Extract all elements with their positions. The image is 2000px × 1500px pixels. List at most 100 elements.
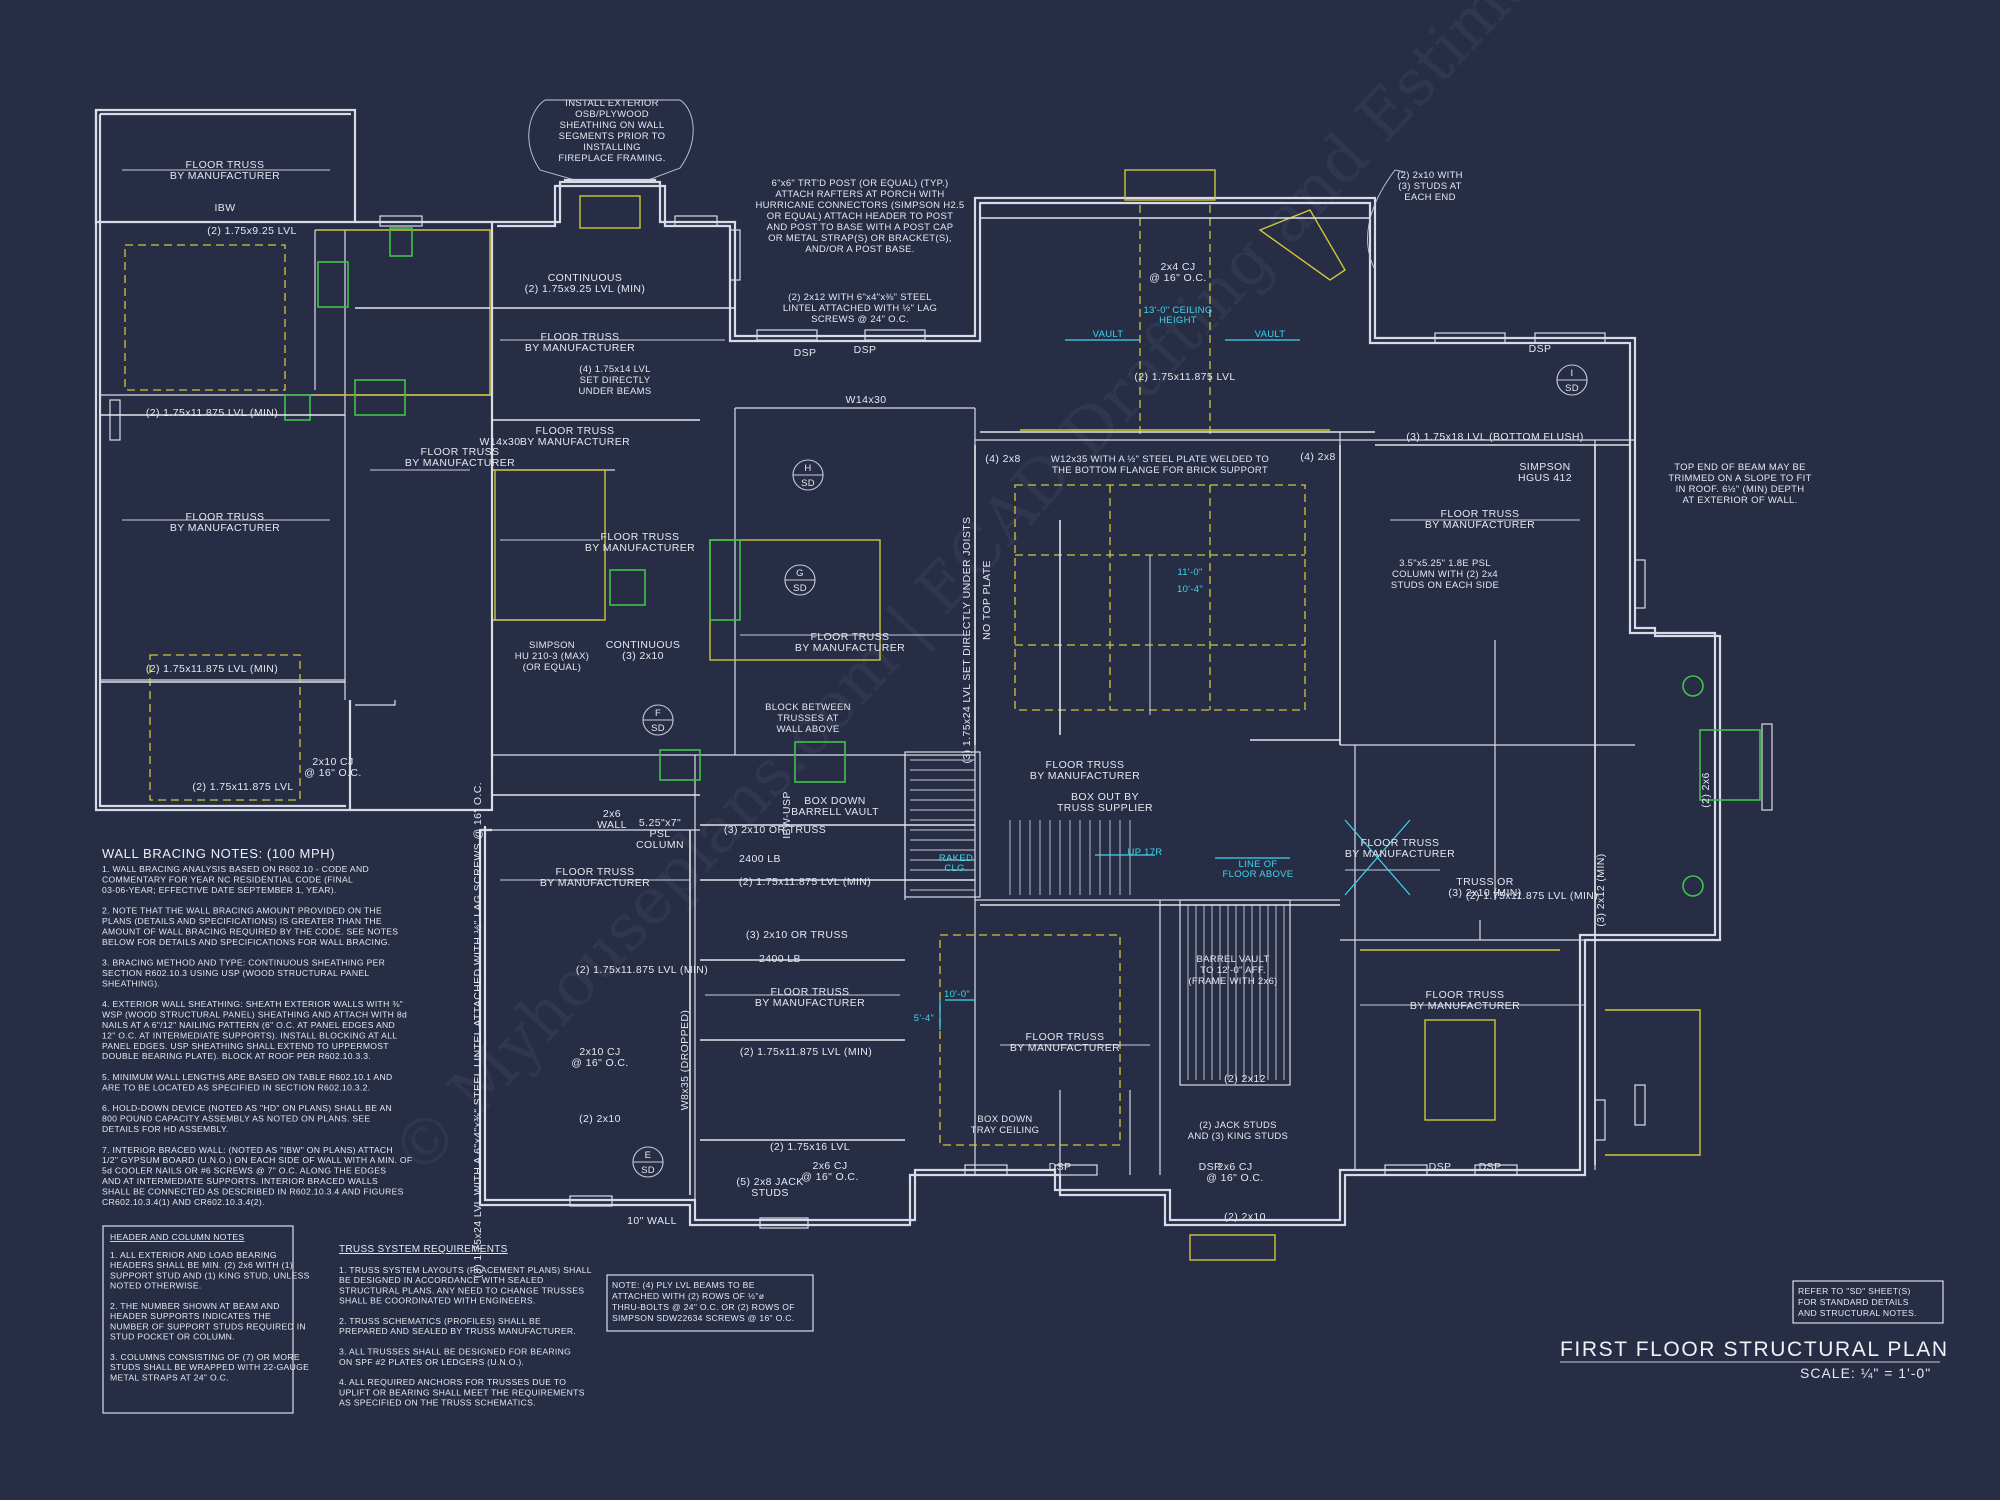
plan-label: 2400 LB xyxy=(739,853,781,865)
plan-label: (2) 2x12 xyxy=(1224,1073,1265,1085)
wall-bracing-notes: WALL BRACING NOTES: (100 MPH) 1. WALL BR… xyxy=(102,846,412,1207)
plan-label-text: FLOOR TRUSS xyxy=(186,511,265,523)
jack-king-callout: (2) JACK STUDS xyxy=(1199,1120,1277,1131)
plan-label-text: DSP xyxy=(1479,1161,1502,1173)
plan-label: (2) 1.75x11.875 LVL (MIN) xyxy=(146,663,278,675)
truss-system-line: UPLIFT OR BEARING SHALL MEET THE REQUIRE… xyxy=(339,1387,585,1397)
psl-column-callout: STUDS ON EACH SIDE xyxy=(1391,580,1499,591)
plan-label-text: IBW xyxy=(214,202,235,214)
plan-label: (4) 2x8 xyxy=(1300,451,1335,463)
plan-label: IBW xyxy=(214,202,235,214)
lintel-callout: (2) 2x12 WITH 6"x4"x⅜" STEEL xyxy=(788,292,932,303)
top-end-beam-callout: TRIMMED ON A SLOPE TO FIT xyxy=(1668,473,1811,484)
plan-label-text: FLOOR TRUSS xyxy=(536,425,615,437)
detail-tag: ISD xyxy=(1556,364,1588,396)
plan-label-text: (4) 2x8 xyxy=(1300,451,1335,463)
plan-label: (3) 1.75x24 LVL SET DIRECTLY UNDER JOIST… xyxy=(961,517,973,764)
plan-label-text: HGUS 412 xyxy=(1518,472,1572,484)
header-column-line: 1. ALL EXTERIOR AND LOAD BEARING xyxy=(110,1250,277,1260)
porch-post-callout: OR EQUAL) ATTACH HEADER TO POST xyxy=(767,211,954,222)
lintel-callout: LINTEL ATTACHED WITH ½" LAG xyxy=(783,303,937,314)
plan-label-text: CONTINUOUS xyxy=(548,272,623,284)
plan-label: (3) 1.75x24 LVL WITH A 6"x4"x⅜" STEEL LI… xyxy=(472,782,484,1278)
wall-bracing-line: 5d COOLER NAILS OR #6 SCREWS @ 7" O.C. A… xyxy=(102,1166,386,1176)
truss-system-line: 1. TRUSS SYSTEM LAYOUTS (PLACEMENT PLANS… xyxy=(339,1265,592,1275)
truss-system-line: ON SPF #2 PLATES OR LEDGERS (U.N.O.). xyxy=(339,1357,524,1367)
plan-label-text: FLOOR TRUSS xyxy=(771,986,850,998)
plan-label: DSP xyxy=(1529,343,1552,355)
plan-label-text: W8x35 (DROPPED) xyxy=(679,1010,691,1111)
beams xyxy=(100,217,1630,1195)
header-column-notes: HEADER AND COLUMN NOTES 1. ALL EXTERIOR … xyxy=(102,1225,310,1414)
refer-note-line: FOR STANDARD DETAILS xyxy=(1798,1297,1909,1307)
plan-label-text: DSP xyxy=(854,344,877,356)
plan-label: 11'-0" xyxy=(1177,567,1202,578)
plan-label-text: 5.25"x7" xyxy=(639,817,681,829)
watermark: © Myhouseplans.com | ECAD Drafting and E… xyxy=(378,0,2000,1191)
plan-label-text: TRUSS OR xyxy=(1456,876,1513,888)
plan-label: 10'-4" xyxy=(1177,584,1203,595)
plan-label-text: (3) 2x10 OR TRUSS xyxy=(724,824,826,836)
line-of-floor-callout: FLOOR ABOVE xyxy=(1223,869,1294,880)
plan-label-text: BY MANUFACTURER xyxy=(170,522,280,534)
plan-label: (2) 1.75x16 LVL xyxy=(770,1141,850,1153)
top-end-beam-callout: AT EXTERIOR OF WALL. xyxy=(1682,495,1797,506)
raked-clg-callout: CLG. xyxy=(944,863,967,874)
plan-label-text: DSP xyxy=(1199,1161,1222,1173)
fireplace-callout: OSB/PLYWOOD xyxy=(575,109,649,120)
detail-tag-letter: F xyxy=(655,708,661,719)
ceiling-height-callout: 13'-0" CEILING xyxy=(1143,305,1212,316)
top-end-beam-callout: IN ROOF. 6½" (MIN) DEPTH xyxy=(1676,484,1805,495)
plan-label-text: BY MANUFACTURER xyxy=(170,170,280,182)
wall-bracing-line: 1/2" GYPSUM BOARD (U.N.O.) ON EACH SIDE … xyxy=(102,1155,412,1165)
plan-label-text: DSP xyxy=(1049,1161,1072,1173)
plan-label: DSP xyxy=(1199,1161,1222,1173)
wall-bracing-line: SECTION R602.10.3 USING USP (WOOD STRUCT… xyxy=(102,968,369,978)
windows xyxy=(109,215,1773,1229)
plan-label-text: DSP xyxy=(1529,343,1552,355)
plan-label-text: (3) 2x10 (MIN) xyxy=(1448,887,1521,899)
plan-label: TRUSS OR(3) 2x10 (MIN) xyxy=(1448,876,1521,899)
plan-label-text: @ 16" O.C. xyxy=(1206,1172,1263,1184)
plan-label-text: (3) 1.75x24 LVL WITH A 6"x4"x⅜" STEEL LI… xyxy=(472,782,484,1278)
lvl-note-line: THRU-BOLTS @ 24" O.C. OR (2) ROWS OF xyxy=(612,1302,795,1312)
porch-post-callout: AND/OR A POST BASE. xyxy=(805,244,915,255)
detail-tag-sheet: SD xyxy=(793,583,807,594)
drawing-scale: SCALE: ¼" = 1'-0" xyxy=(1800,1365,1931,1381)
plan-label-text: BY MANUFACTURER xyxy=(1425,519,1535,531)
psl-column-callout: 3.5"x5.25" 1.8E PSL xyxy=(1399,558,1491,569)
plan-label-text: BY MANUFACTURER xyxy=(1030,770,1140,782)
wall-bracing-line: 7. INTERIOR BRACED WALL: (NOTED AS "IBW"… xyxy=(102,1145,393,1155)
plan-label: (2) 1.75x11.875 LVL xyxy=(1134,371,1235,383)
refer-note-line: AND STRUCTURAL NOTES. xyxy=(1798,1308,1917,1318)
plan-label: IBW-USP xyxy=(781,791,793,839)
detail-tag: GSD xyxy=(784,564,816,596)
header-column-line: 2. THE NUMBER SHOWN AT BEAM AND xyxy=(110,1301,280,1311)
plan-label-text: BY MANUFACTURER xyxy=(540,877,650,889)
plan-label: (2) 1.75x11.875 LVL (MIN) xyxy=(146,407,278,419)
plan-label-text: FLOOR TRUSS xyxy=(811,631,890,643)
detail-tag: FSD xyxy=(642,704,674,736)
wall-bracing-heading: WALL BRACING NOTES: (100 MPH) xyxy=(102,846,335,861)
fireplace-callout: FIREPLACE FRAMING. xyxy=(558,153,665,164)
green-fixtures xyxy=(284,227,1761,897)
fireplace-callout: SEGMENTS PRIOR TO xyxy=(559,131,666,142)
wall-bracing-line: 5. MINIMUM WALL LENGTHS ARE BASED ON TAB… xyxy=(102,1072,392,1082)
plan-label-text: 2400 LB xyxy=(759,953,801,965)
plan-label-text: BY MANUFACTURER xyxy=(755,997,865,1009)
wall-bracing-line: 6. HOLD-DOWN DEVICE (NOTED AS "HD" ON PL… xyxy=(102,1103,392,1113)
plan-label-text: BARRELL VAULT xyxy=(791,806,879,818)
header-column-line: NOTED OTHERWISE. xyxy=(110,1281,202,1291)
header-column-line: SUPPORT STUD AND (1) KING STUD, UNLESS xyxy=(110,1270,310,1280)
drawing-title: FIRST FLOOR STRUCTURAL PLAN xyxy=(1560,1338,1949,1361)
